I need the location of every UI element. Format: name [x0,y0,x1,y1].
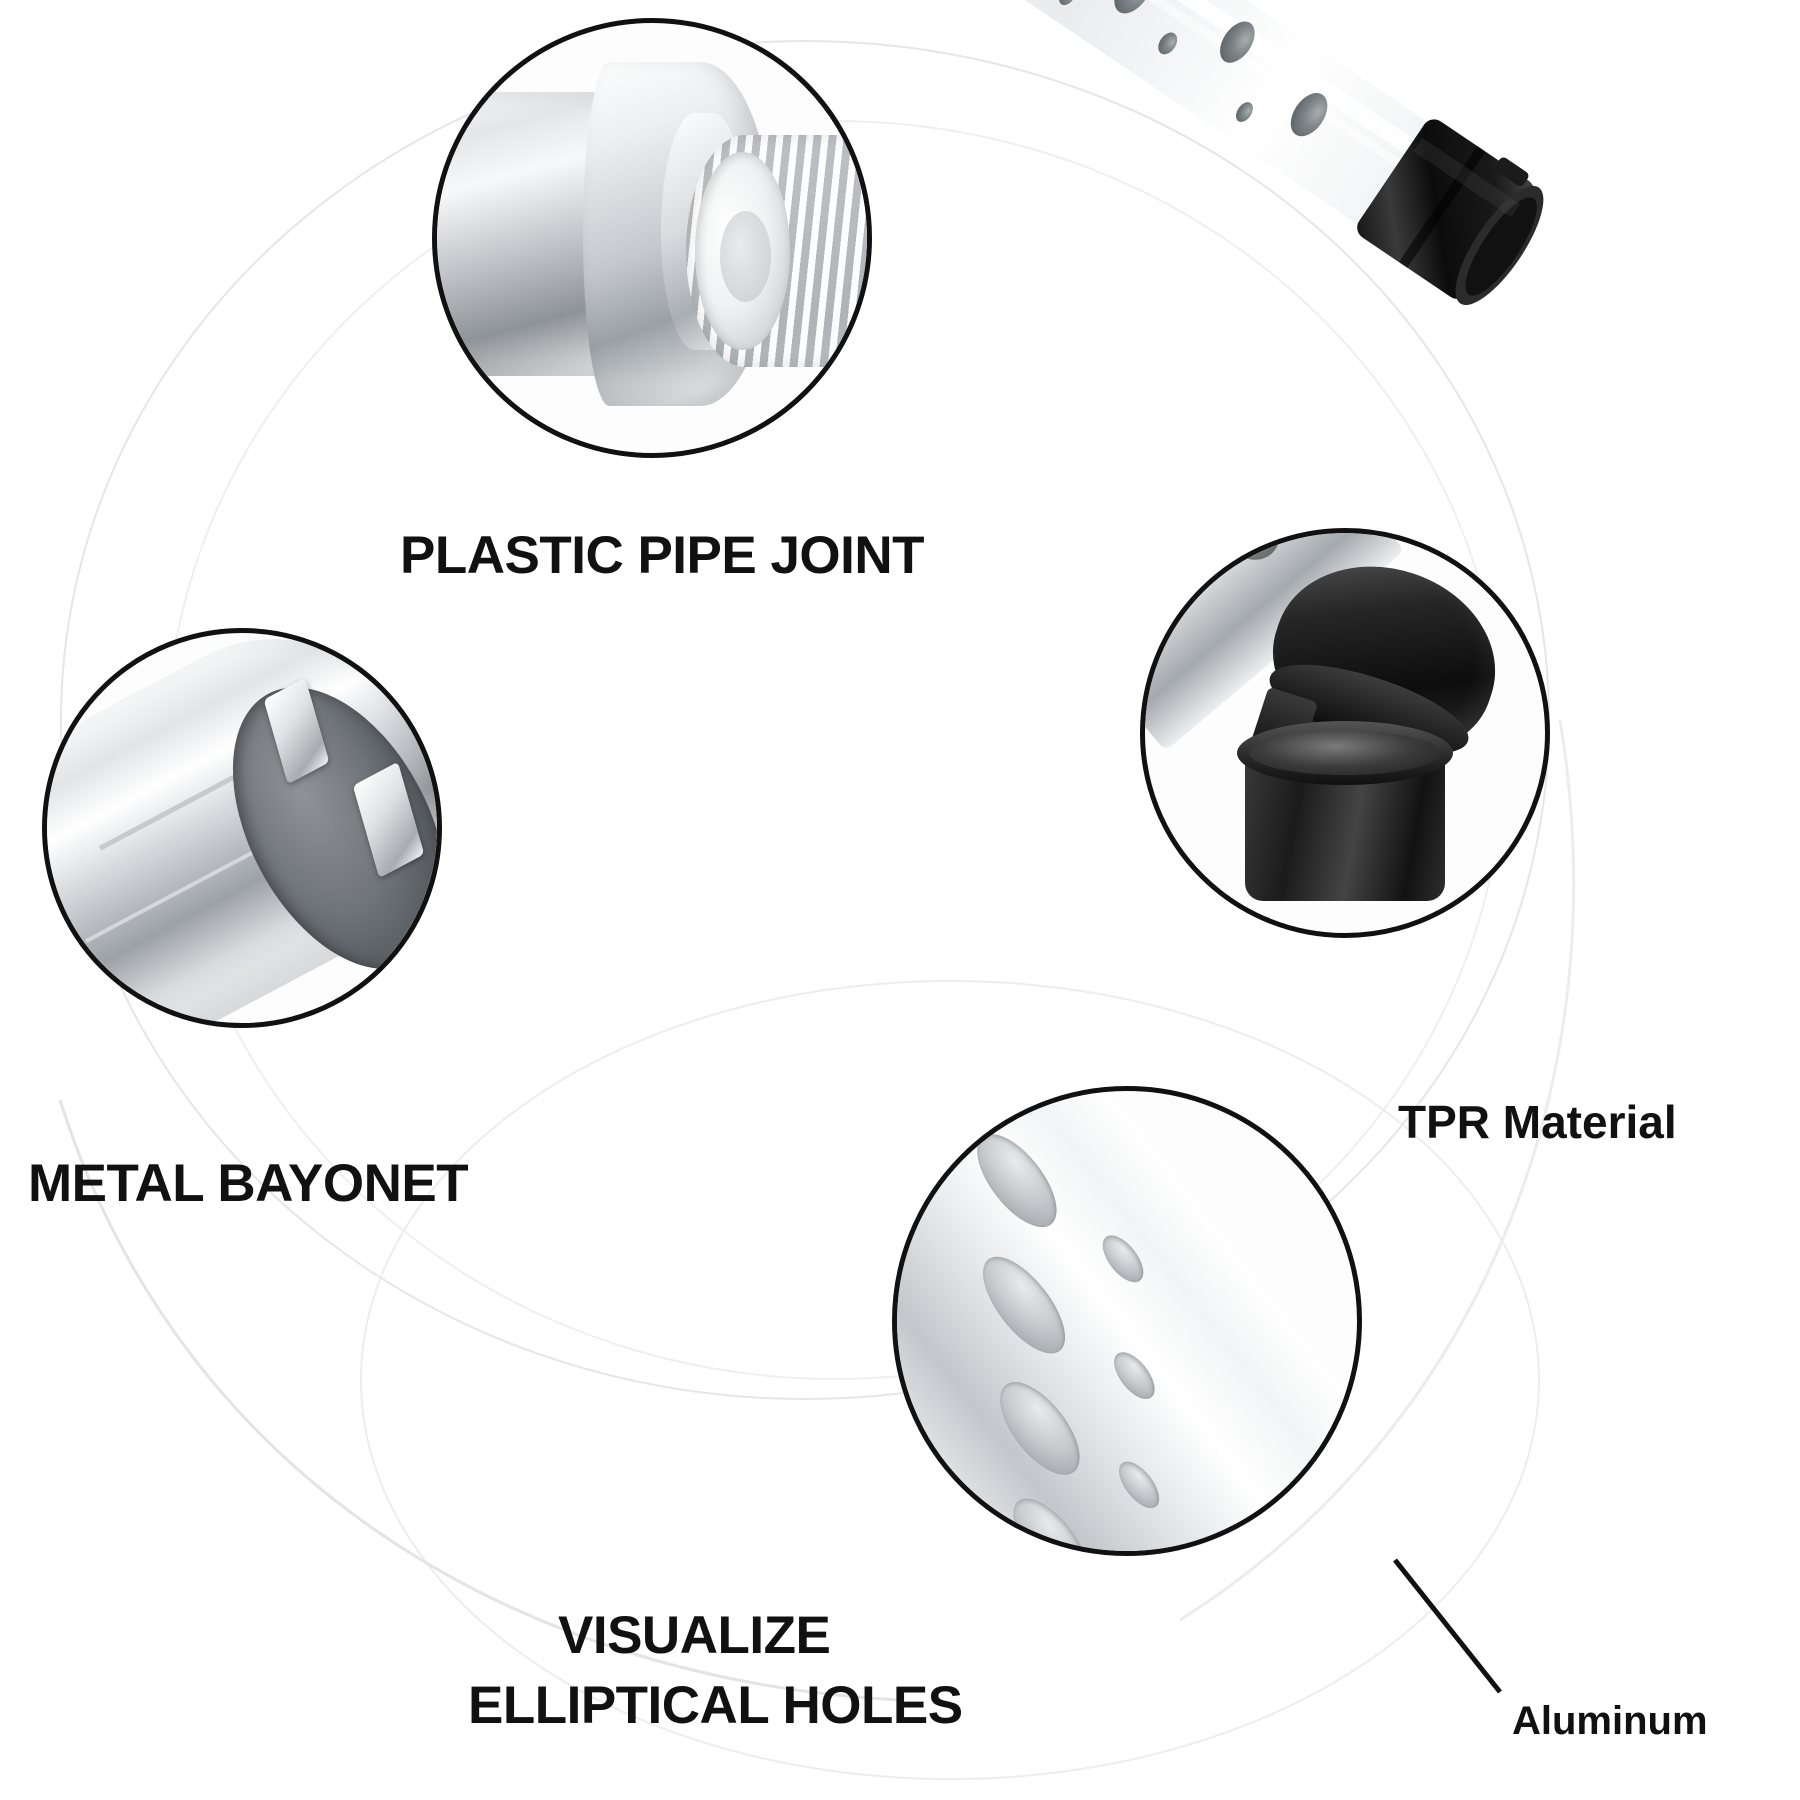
elliptical-hole [962,1121,1071,1240]
elliptical-hole [967,1243,1080,1367]
elliptical-holes-detail-image [897,1091,1357,1551]
plastic-pipe-joint-detail-image [437,23,867,453]
label-elliptical-holes: ELLIPTICAL HOLES [468,1676,963,1735]
label-tpr-material: TPR Material [1398,1096,1677,1148]
label-aluminum: Aluminum [1512,1699,1708,1743]
tube-hole [1145,575,1182,655]
label-metal-bayonet: METAL BAYONET [28,1154,469,1213]
elliptical-hole [985,1369,1094,1489]
tube-hole [1211,533,1292,572]
label-visualize: VISUALIZE [558,1606,831,1665]
metal-bayonet-detail-image [47,633,437,1023]
elliptical-hole [999,1486,1102,1551]
callout-bubble-tpr-material[interactable] [1140,528,1550,938]
joint-opening [695,152,790,350]
label-plastic-pipe-joint: PLASTIC PIPE JOINT [400,526,925,585]
perforated-tube-closeup [897,1091,1357,1551]
tpr-cap-inner-rim [1249,731,1441,775]
tube-hole [1145,533,1193,562]
elliptical-hole [1110,1454,1167,1515]
elliptical-hole [1106,1345,1162,1407]
callout-bubble-metal-bayonet[interactable] [42,628,442,1028]
elliptical-hole [1094,1228,1151,1290]
tpr-material-detail-image [1145,533,1545,933]
callout-bubble-plastic-pipe-joint[interactable] [432,18,872,458]
callout-bubble-elliptical-holes[interactable] [892,1086,1362,1556]
